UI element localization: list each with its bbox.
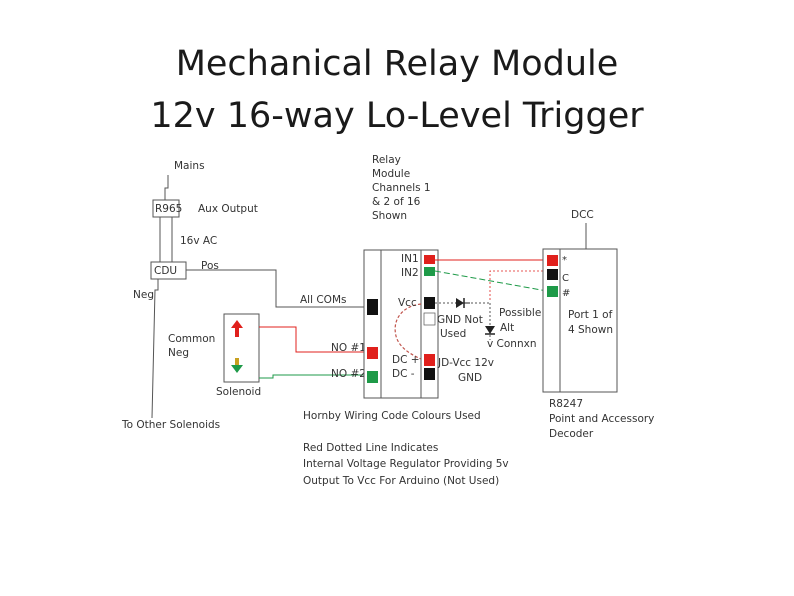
relay-label-2: Module — [372, 168, 410, 180]
title-line-1: Mechanical Relay Module — [175, 44, 619, 84]
relay-module — [363, 249, 439, 399]
decoder-star-label: * — [562, 255, 567, 266]
decoder-common-terminal — [547, 269, 558, 280]
port-label-1: Port 1 of — [568, 309, 613, 321]
vcc-terminal — [424, 297, 435, 309]
r8247-label-2: Point and Accessory — [549, 413, 654, 425]
dc-plus-terminal — [424, 354, 435, 366]
vcc-label: Vcc — [398, 297, 417, 309]
notes-line-1: Hornby Wiring Code Colours Used — [303, 410, 481, 422]
dc-plus-label: DC + — [392, 354, 420, 366]
relay-label-4: & 2 of 16 — [372, 196, 421, 208]
diode-vertical-icon — [485, 326, 495, 335]
decoder-green-terminal — [547, 286, 558, 297]
jd-vcc-label: JD-Vcc 12v — [437, 357, 494, 369]
common-neg-label-2: Neg — [168, 347, 189, 359]
in2-wire — [434, 270, 548, 292]
in2-terminal — [424, 267, 435, 276]
decoder-hash-label: # — [562, 288, 570, 299]
possible-label-2: Alt — [500, 322, 514, 334]
cdu-box — [150, 261, 187, 280]
gnd-not-used-label-1: GND Not — [437, 314, 483, 326]
mains-label: Mains — [174, 160, 205, 172]
gnd-terminal — [423, 312, 436, 326]
dc-minus-terminal — [424, 368, 435, 380]
relay-label-5: Shown — [372, 210, 407, 222]
no1-label: NO #1 — [331, 342, 366, 354]
no1-wire — [259, 326, 364, 353]
port-label-2: 4 Shown — [568, 324, 613, 336]
relay-label-3: Channels 1 — [372, 182, 431, 194]
r8247-label-3: Decoder — [549, 428, 594, 440]
solenoid-label: Solenoid — [216, 386, 261, 398]
gnd-label: GND — [458, 372, 482, 384]
decoder-red-terminal — [547, 255, 558, 266]
solenoid-green-arrow — [231, 358, 243, 373]
com-terminal — [367, 299, 378, 315]
common-neg-label-1: Common — [168, 333, 215, 345]
power-wiring — [151, 175, 364, 419]
dcc-label: DCC — [571, 209, 594, 221]
notes-line-4: Output To Vcc For Arduino (Not Used) — [303, 475, 499, 487]
in1-label: IN1 — [401, 253, 419, 265]
no2-label: NO #2 — [331, 368, 366, 380]
possible-label-3: v Connxn — [487, 338, 537, 350]
r8247-label-1: R8247 — [549, 398, 583, 410]
cdu-label: CDU — [154, 265, 177, 277]
in2-label: IN2 — [401, 267, 419, 279]
no1-terminal — [367, 347, 378, 359]
neg-label: Neg — [133, 289, 154, 301]
aux-output-label: Aux Output — [198, 203, 258, 215]
diode-horizontal-icon — [455, 298, 470, 308]
relay-label-1: Relay — [372, 154, 401, 166]
in1-terminal — [424, 255, 435, 264]
solenoid-box — [223, 313, 260, 383]
r965-label: R965 — [155, 203, 182, 215]
decoder-r8247 — [542, 248, 618, 393]
to-other-solenoids-label: To Other Solenoids — [121, 419, 220, 431]
possible-label-1: Possible — [499, 307, 541, 319]
solenoid-red-arrow — [231, 320, 243, 337]
notes-line-3: Internal Voltage Regulator Providing 5v — [303, 458, 509, 470]
all-coms-label: All COMs — [300, 294, 346, 306]
decoder-c-label: C — [562, 273, 569, 284]
title-line-2: 12v 16-way Lo-Level Trigger — [150, 96, 644, 136]
r965-box — [152, 199, 180, 218]
no2-wire — [259, 374, 364, 379]
gnd-not-used-label-2: Used — [440, 328, 466, 340]
pos-label: Pos — [201, 260, 219, 272]
ac-16v-label: 16v AC — [180, 235, 217, 247]
dc-minus-label: DC - — [392, 368, 415, 380]
notes-line-2: Red Dotted Line Indicates — [303, 442, 438, 454]
no2-terminal — [367, 371, 378, 383]
regulator-dotted-line — [394, 303, 422, 360]
alt-connection-dashed — [489, 270, 547, 300]
